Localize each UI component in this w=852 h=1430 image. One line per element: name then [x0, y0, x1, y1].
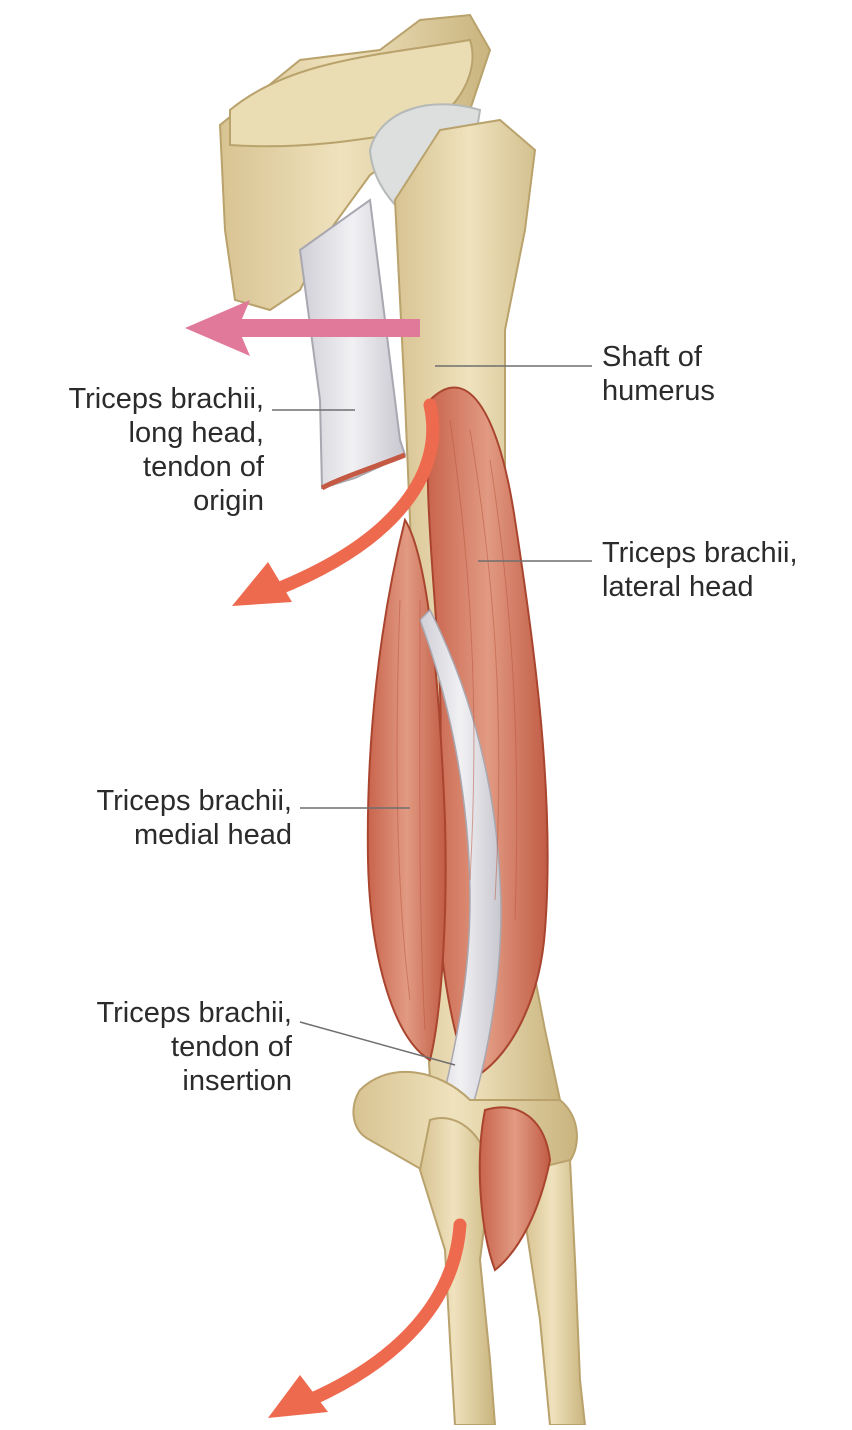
label-shaft-of-humerus: Shaft of humerus [602, 340, 715, 408]
label-lateral-head: Triceps brachii, lateral head [602, 536, 798, 604]
label-long-head-tendon: Triceps brachii, long head, tendon of or… [0, 382, 264, 518]
label-medial-head: Triceps brachii, medial head [2, 784, 292, 852]
label-tendon-of-insertion: Triceps brachii, tendon of insertion [2, 996, 292, 1098]
long-head-tendon [300, 200, 405, 488]
orange-arrow-lower [268, 1225, 460, 1418]
